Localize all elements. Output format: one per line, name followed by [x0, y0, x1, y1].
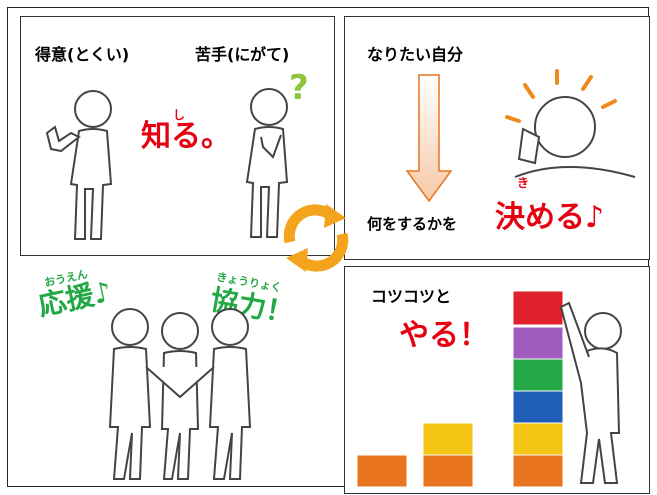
down-arrow-icon — [405, 74, 453, 203]
stacked-blocks-illustration — [356, 290, 622, 488]
know-ruby: し — [173, 108, 186, 122]
thumbs-up-person-illustration — [45, 90, 113, 240]
idea-person-illustration — [505, 69, 636, 178]
decide-ruby: き — [517, 176, 530, 190]
question-mark: ? — [289, 68, 309, 108]
know-text: 知る。 — [141, 119, 231, 154]
panel-know-yourself: 得意(とくい) 苦手(にがて) し 知る。 ? — [20, 16, 335, 256]
infographic-frame: 得意(とくい) 苦手(にがて) し 知る。 ? なりたい自分 — [7, 7, 650, 494]
goal-label: なりたい自分 — [367, 45, 464, 64]
panel-support: おうえん 応援♪ きょうりょく 協力！ — [20, 263, 340, 485]
thinking-person-illustration — [245, 88, 289, 238]
panel-decide-goal: なりたい自分 何をするかを き 決める♪ — [344, 16, 650, 260]
weakness-label: 苦手(にがて) — [195, 45, 290, 64]
do-text: やる！ — [399, 318, 489, 353]
team-huddle-illustration — [108, 308, 252, 480]
decide-prefix: 何をするかを — [367, 215, 458, 233]
panel-do-steadily: コツコツと やる！ — [344, 266, 650, 494]
decide-text: 決める♪ — [495, 200, 605, 235]
steady-label: コツコツと — [371, 287, 452, 306]
strength-label: 得意(とくい) — [35, 45, 130, 64]
cycle-arrows-icon — [283, 204, 349, 272]
